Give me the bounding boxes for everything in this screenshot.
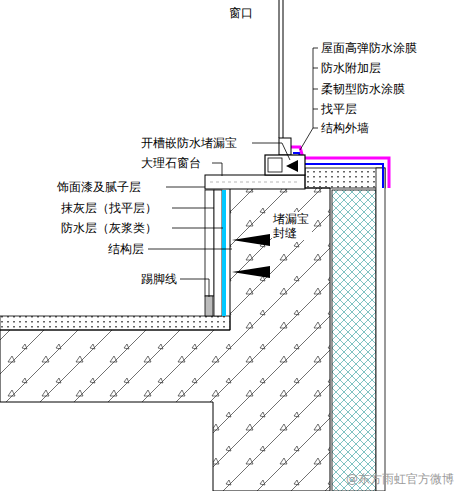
part-label: 大理石窗台 [140,156,202,170]
layer-label: 结构外墙 [320,121,370,135]
note-label: 堵漏宝 封缝 [272,212,312,240]
part-label: 窗口 [228,6,254,20]
layer-label: 屋面高弹防水涂膜 [320,41,418,55]
layer-label: 柔韧型防水涂膜 [320,82,406,96]
layer-label: 结构层 [107,242,145,256]
layer-label: 抹灰层（找平层） [60,201,158,215]
part-label: 开槽嵌防水堵漏宝 [140,136,238,150]
part-label: 踢脚线 [140,272,178,286]
layer-label: 防水附加层 [320,61,382,75]
watermark: @东方雨虹官方微博 [345,472,455,486]
layer-label: 防水层（灰浆类） [60,221,158,235]
layer-label: 找平层 [320,102,358,116]
layer-label: 饰面漆及腻子层 [56,180,142,194]
